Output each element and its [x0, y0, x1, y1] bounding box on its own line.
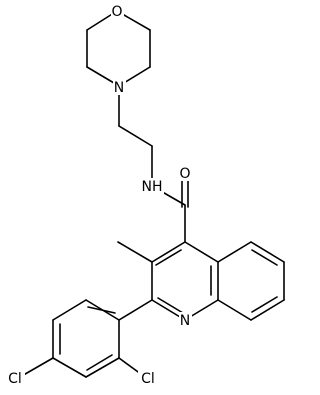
bond-layer [19, 10, 285, 378]
quinoline-nitrogen-label: N [180, 313, 190, 329]
label-background [111, 3, 124, 19]
bond [157, 297, 184, 314]
bond [184, 241, 219, 263]
bond [217, 241, 252, 263]
label-background [138, 370, 158, 386]
bond [151, 241, 186, 263]
bond [250, 299, 285, 321]
molecule-structure-diagram: O N NH O N Cl Cl [5, 3, 285, 387]
chlorine-para-label: Cl [8, 371, 22, 387]
label-background [179, 312, 192, 328]
bond [118, 299, 153, 321]
label-background [5, 370, 25, 386]
label-background [140, 178, 164, 194]
amide-nh-label: NH [142, 179, 163, 195]
bond [85, 357, 120, 378]
label-background [113, 79, 126, 95]
bond [19, 357, 54, 378]
bond [52, 299, 87, 321]
carbonyl-oxygen-label: O [179, 166, 190, 182]
bond [52, 357, 87, 378]
morpholine-nitrogen-label: N [114, 80, 124, 96]
atom-label-layer: O N NH O N Cl Cl [5, 3, 192, 387]
bond [117, 241, 153, 263]
chlorine-ortho-label: Cl [141, 371, 155, 387]
bond [251, 296, 278, 313]
morpholine-oxygen-label: O [111, 4, 122, 20]
bond [86, 354, 113, 371]
bond [87, 306, 116, 314]
label-background [178, 165, 192, 181]
bond [118, 125, 153, 147]
bond [250, 241, 285, 263]
bond [251, 249, 278, 266]
bond [217, 299, 252, 321]
bond [155, 249, 182, 266]
